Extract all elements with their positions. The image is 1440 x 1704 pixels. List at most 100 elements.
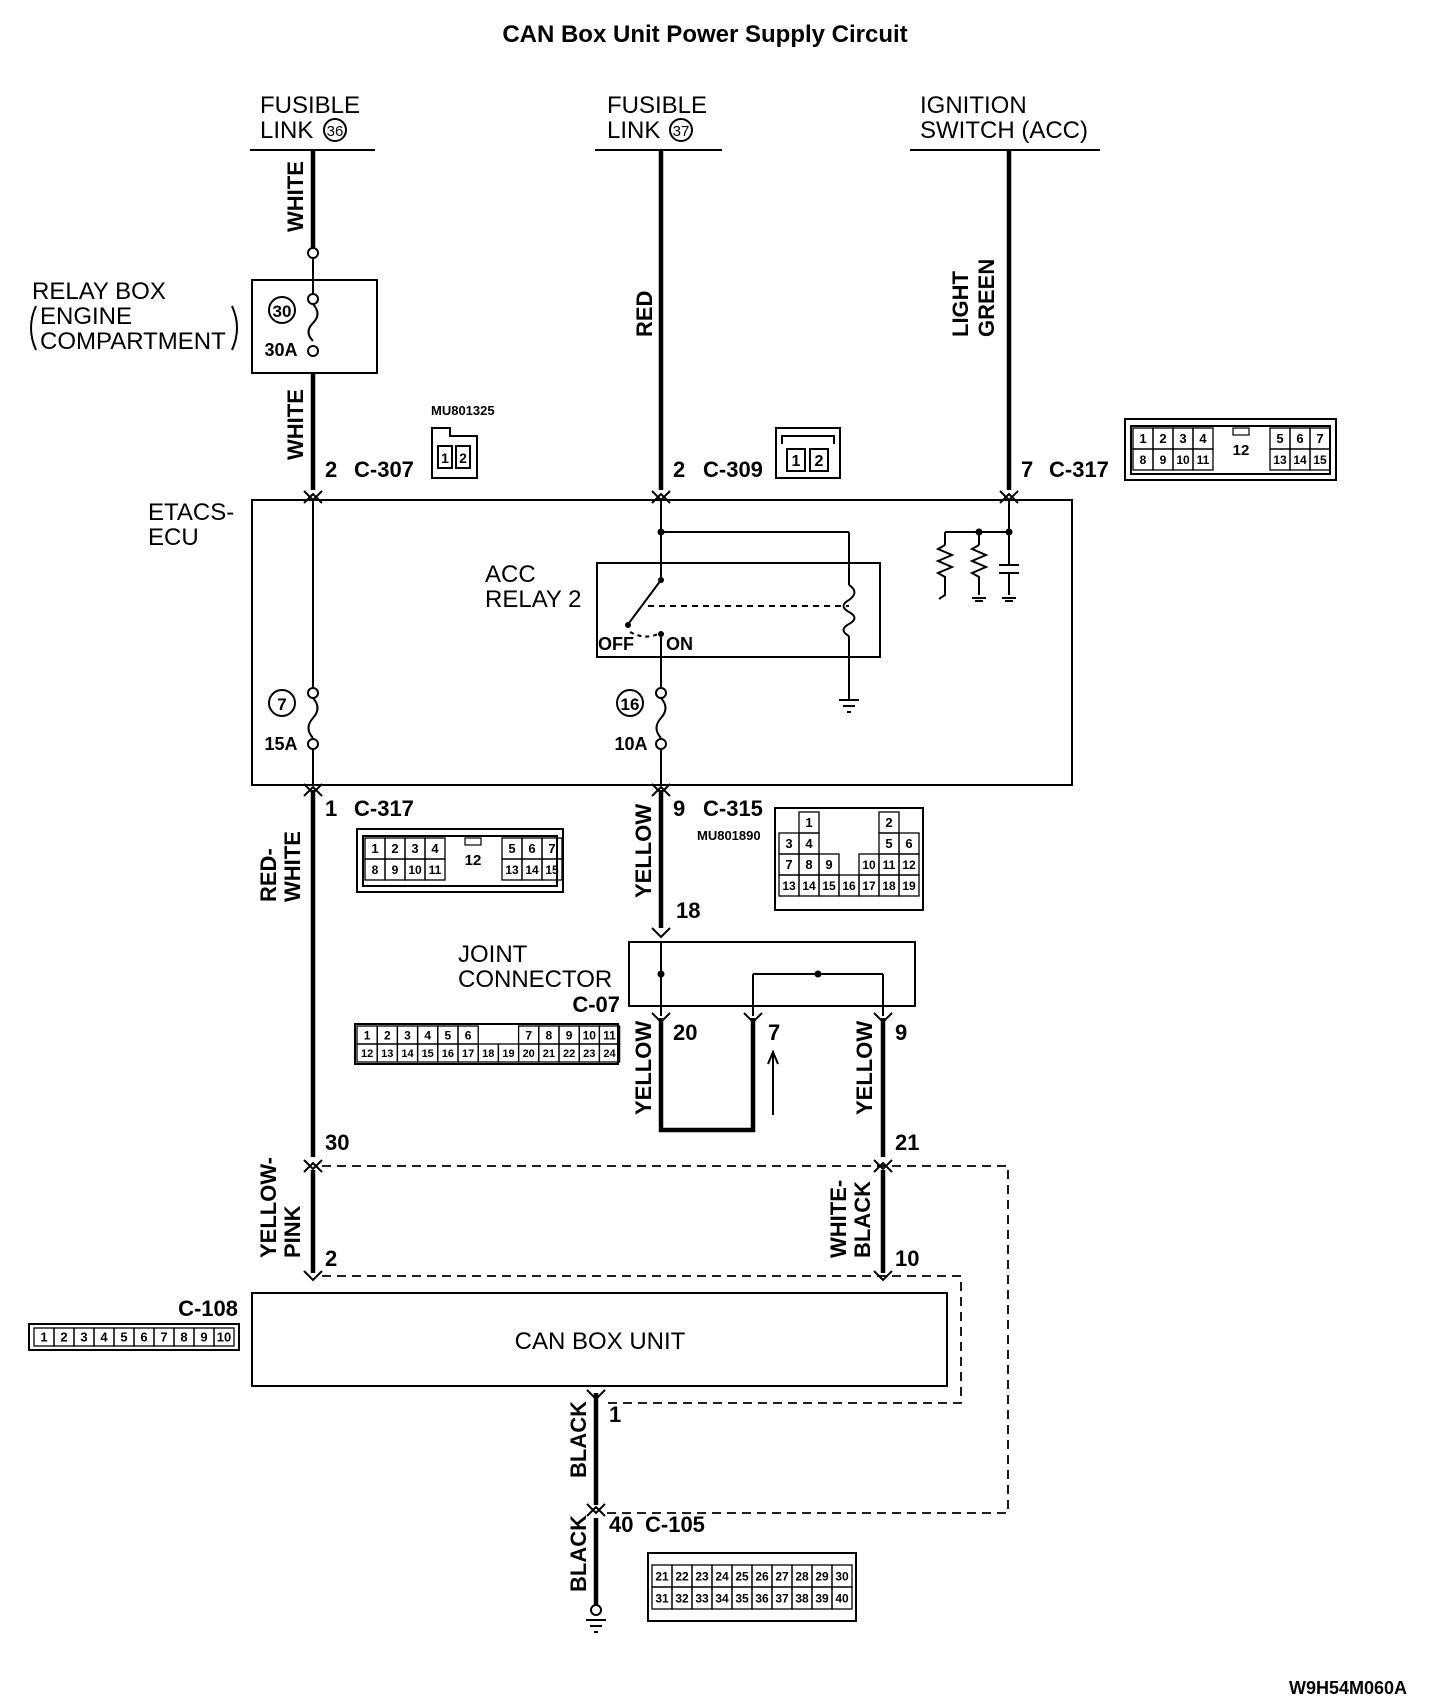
fuse-30-number: 30 [273, 302, 292, 321]
pin-cell: 14 [525, 863, 539, 877]
pin-cell: 17 [862, 879, 876, 893]
wire-color-red: RED [632, 291, 657, 337]
wire-color-black-2: BLACK [566, 1515, 591, 1592]
wire-color-yellow-3: YELLOW [852, 1021, 877, 1115]
pin-c105-40: 40 [609, 1512, 633, 1537]
pin-cell: 19 [502, 1048, 514, 1060]
pin-cell: 24 [603, 1048, 616, 1060]
pin-cell: 36 [755, 1591, 769, 1605]
fuse-16-rating: 10A [614, 734, 647, 754]
pin-cell: 16 [442, 1048, 454, 1060]
pin-cell: 9 [200, 1330, 207, 1345]
pin-cell: 33 [695, 1591, 709, 1605]
pin-cell: 6 [465, 1028, 472, 1042]
diagram-code: W9H54M060A [1289, 1678, 1407, 1698]
connector-c315-label: C-315 [703, 796, 763, 821]
wire-color-white-lower: WHITE [283, 389, 308, 460]
pin-cell: 15 [422, 1048, 434, 1060]
pin-cell: 32 [675, 1591, 689, 1605]
pin-c307-2: 2 [325, 457, 337, 482]
fusible-link-37-line2: LINK [607, 117, 660, 144]
pin-cell: 2 [885, 815, 892, 830]
pin-c317-7: 7 [1021, 457, 1033, 482]
pin-cell: 9 [1160, 453, 1167, 467]
joint-connector-label-2: CONNECTOR [458, 966, 612, 993]
pin-cell: 4 [1199, 431, 1207, 446]
ground-symbol-icon [586, 1619, 606, 1633]
pin-cell: 3 [785, 836, 792, 851]
connector-c317-label-lower: C-317 [354, 796, 414, 821]
pin-cell: 40 [835, 1591, 849, 1605]
etacs-label: ETACS- [148, 499, 234, 526]
pin-cell: 18 [882, 879, 896, 893]
pin-cell: 13 [505, 863, 519, 877]
joint-connector-box [628, 941, 916, 1007]
pin-cell: 22 [675, 1569, 689, 1583]
ignition-switch-acc: IGNITION SWITCH (ACC) [920, 92, 1088, 144]
pin-cell: 38 [795, 1591, 809, 1605]
pin-cell: 19 [902, 879, 916, 893]
pin-cell: 13 [782, 879, 796, 893]
pin-cell: 2 [384, 1028, 391, 1042]
pin-c315-9: 9 [673, 796, 685, 821]
pin-cell: 30 [835, 1569, 849, 1583]
pin-cell: 2 [60, 1330, 67, 1345]
pin-cell: 12 [361, 1048, 373, 1060]
pin-cell: 11 [1197, 453, 1210, 467]
pin-cell-12: 12 [465, 852, 482, 869]
wire-color-black-1: BLACK [566, 1401, 591, 1478]
connector-c108-label: C-108 [178, 1296, 238, 1321]
connector-c309-label: C-309 [703, 457, 763, 482]
pin-jc-7: 7 [768, 1020, 780, 1045]
ground-terminal [590, 1604, 602, 1616]
fusible-link-36-line2: LINK [260, 117, 313, 144]
pin-cell: 10 [217, 1330, 231, 1345]
fuse-7-rating: 15A [264, 734, 297, 754]
pin-cell: 4 [805, 836, 813, 851]
pin-cell: 6 [1296, 431, 1303, 446]
etacs-ecu-label: ECU [148, 524, 199, 551]
pin-cell: 22 [563, 1048, 575, 1060]
wire-color-light: LIGHT [948, 270, 973, 337]
wire-color-white-upper: WHITE [283, 161, 308, 232]
pin-cell: 10 [583, 1028, 597, 1042]
pin-cell: 14 [1293, 453, 1307, 467]
pin-cell: 5 [885, 836, 892, 851]
pin-cell: 9 [566, 1028, 573, 1042]
acc-relay-2-label: RELAY 2 [485, 586, 582, 613]
pin-jc-18: 18 [676, 898, 700, 923]
pin-cell: 8 [546, 1028, 553, 1042]
pin-cell: 27 [775, 1569, 789, 1583]
relay-box-compartment: COMPARTMENT [40, 328, 226, 355]
wire-color-green: GREEN [974, 259, 999, 337]
fusible-link-36-line1: FUSIBLE [260, 92, 360, 119]
pin-can-10: 10 [895, 1246, 919, 1271]
pin-cell: 6 [528, 841, 535, 856]
pin-cell: 39 [815, 1591, 829, 1605]
pin-cell: 4 [424, 1028, 431, 1042]
pin-cell-12: 12 [1233, 442, 1250, 459]
acc-relay-label: ACC [485, 561, 536, 588]
c309-pin-2: 2 [815, 453, 824, 470]
fusible-link-36-number: 36 [327, 123, 344, 140]
can-box-unit-label: CAN BOX UNIT [515, 1328, 686, 1355]
fusible-link-36: FUSIBLE LINK 36 [260, 92, 360, 144]
pin-cell: 5 [445, 1028, 452, 1042]
diagram-title: CAN Box Unit Power Supply Circuit [502, 21, 907, 48]
joint-connector-label: JOINT [458, 941, 528, 968]
pin-cell: 6 [905, 836, 912, 851]
connector-c309-face: 1 2 [775, 427, 841, 479]
pin-cell: 14 [802, 879, 816, 893]
pin-cell: 10 [862, 858, 876, 872]
pin-cell: 15 [822, 879, 836, 893]
pin-cell: 13 [381, 1048, 393, 1060]
pin-cell: 10 [1176, 453, 1190, 467]
pin-cell: 5 [508, 841, 515, 856]
pin-cell: 8 [1140, 453, 1147, 467]
pin-cell: 4 [100, 1330, 108, 1345]
acc-relay-off-label: OFF [598, 634, 634, 654]
pin-cell: 34 [715, 1591, 729, 1605]
pin-cell: 7 [785, 857, 792, 872]
wire-color-yellow-pink-2: PINK [280, 1205, 305, 1258]
